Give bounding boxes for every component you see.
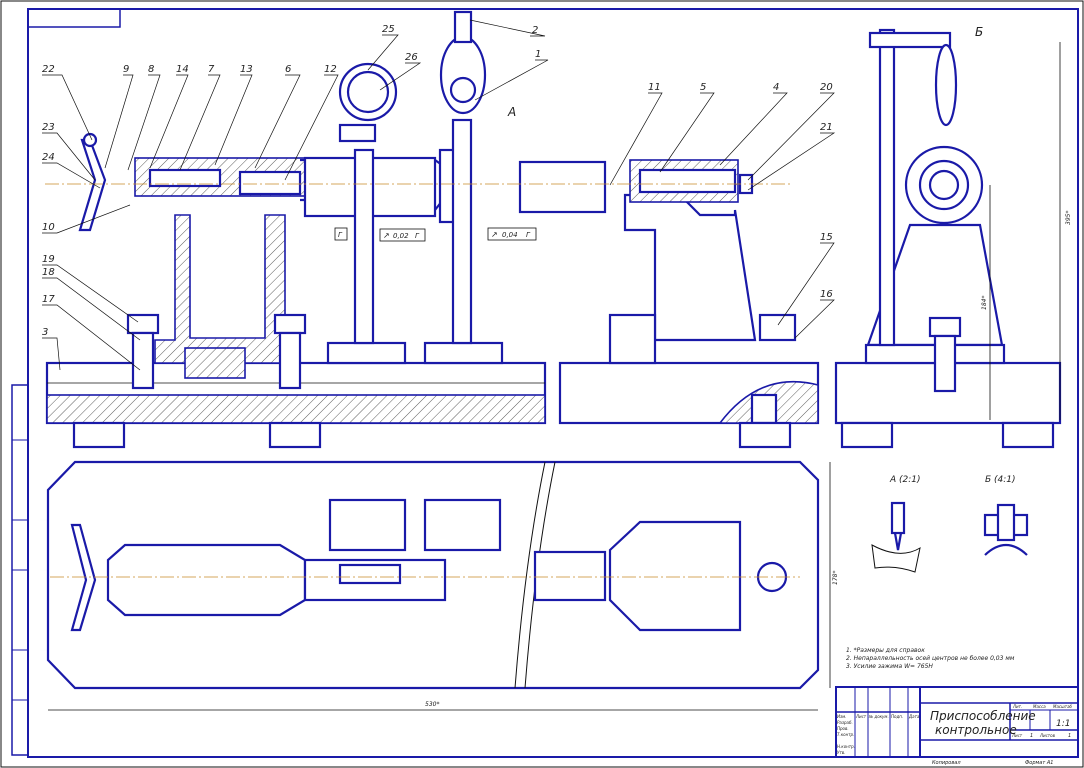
part-number: 15 <box>820 232 833 243</box>
part-number: 2 <box>532 25 538 36</box>
part-number: 5 <box>700 82 706 93</box>
part-number: 20 <box>820 82 833 93</box>
part-number: 17 <box>42 294 55 305</box>
tb-label: Лист <box>855 714 867 719</box>
tb-label: Т.контр. <box>837 732 854 737</box>
copied-label: Копировал <box>932 760 961 766</box>
view-b-label: Б (4:1) <box>985 475 1016 485</box>
part-number: 13 <box>240 64 253 75</box>
part-number: 23 <box>42 122 55 133</box>
tb-label: Масштаб <box>1053 704 1073 709</box>
part-number: 22 <box>42 64 55 75</box>
tolerance-frame-1: ↗ 0,02 Г <box>379 228 426 242</box>
section-a-marker: А <box>507 105 516 119</box>
tb-label: Изм. <box>837 714 846 719</box>
tolerance-frame-2: ↗ 0,04 Г <box>487 227 537 241</box>
tb-label: Лист <box>1011 733 1023 738</box>
title-block <box>835 686 1079 758</box>
part-number: 26 <box>405 52 418 63</box>
part-number: 24 <box>42 152 55 163</box>
detail-views <box>871 501 1029 573</box>
part-number: 12 <box>324 64 337 75</box>
dim-length: 530* <box>425 701 439 708</box>
datum-label: Г <box>338 231 343 239</box>
note-3: 3. Усилие зажима W= 765Н <box>846 663 933 670</box>
part-number: 4 <box>773 82 779 93</box>
section-b-marker: Б <box>975 25 983 39</box>
part-number: 18 <box>42 267 55 278</box>
title-line-2: контрольное <box>935 723 1017 737</box>
part-number: 1 <box>535 49 541 60</box>
note-1: 1. *Размеры для справок <box>846 647 925 654</box>
sheet-number: 1 <box>1030 733 1033 739</box>
svg-text:0,02: 0,02 <box>393 232 409 240</box>
tb-label: Подп. <box>891 714 903 719</box>
part-number: 19 <box>42 254 55 265</box>
leader-lines <box>42 19 836 371</box>
part-number: 9 <box>123 64 129 75</box>
side-view <box>834 28 1062 449</box>
svg-text:Г: Г <box>526 231 531 239</box>
tb-label: № докум. <box>868 714 889 719</box>
sheets-count: 1 <box>1068 733 1071 739</box>
title-line-1: Приспособление <box>930 709 1036 723</box>
svg-text:0,04: 0,04 <box>502 231 518 239</box>
tb-label: Разраб. <box>837 720 853 725</box>
part-number: 25 <box>382 24 395 35</box>
svg-text:Г: Г <box>415 232 420 240</box>
tb-label: Утв. <box>837 750 845 755</box>
view-a-label: А (2:1) <box>889 475 921 485</box>
svg-text:↗: ↗ <box>491 230 498 239</box>
part-number: 3 <box>42 327 48 338</box>
tb-label: Н.контр. <box>837 744 855 749</box>
tb-label: Масса <box>1033 704 1046 709</box>
tb-label: Пров. <box>837 726 849 731</box>
scale-value: 1:1 <box>1056 719 1070 729</box>
part-number: 21 <box>820 122 833 133</box>
tb-label: Листов <box>1039 733 1056 738</box>
part-number: 10 <box>42 222 55 233</box>
tb-label: Дата <box>908 714 920 719</box>
dim-width: 178* <box>832 571 839 585</box>
dim-center-height: 184* <box>981 296 988 310</box>
part-number: 7 <box>208 64 215 75</box>
plan-view <box>46 460 831 711</box>
note-2: 2. Непараллельность осей центров не боле… <box>846 655 1015 662</box>
tb-label: Лит. <box>1012 704 1022 709</box>
dim-height: 395* <box>1065 211 1072 225</box>
part-number: 8 <box>148 64 154 75</box>
part-number: 14 <box>176 64 189 75</box>
front-view <box>45 10 820 449</box>
svg-text:↗: ↗ <box>383 231 390 240</box>
part-numbers: 22 9 8 14 7 13 6 12 25 26 2 1 11 5 4 20 … <box>42 24 833 338</box>
part-number: 6 <box>285 64 291 75</box>
format-label: Формат A1 <box>1025 760 1053 766</box>
part-number: 16 <box>820 289 833 300</box>
part-number: 11 <box>648 82 661 93</box>
